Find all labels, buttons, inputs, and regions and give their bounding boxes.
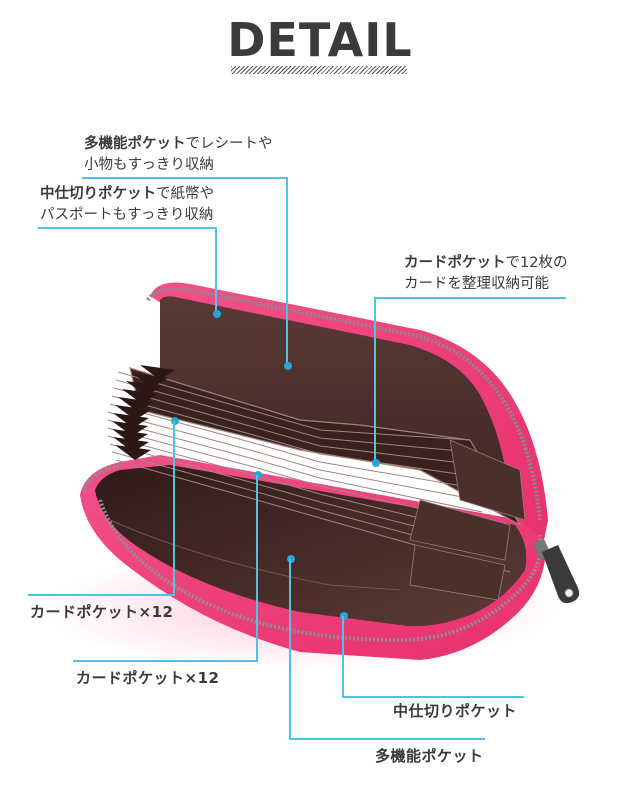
callout-divider-pocket-bottom: 中仕切りポケット — [393, 702, 518, 720]
leader-line — [38, 227, 217, 229]
leader-line — [374, 297, 376, 464]
callout-text: で紙幣や — [156, 186, 214, 202]
leader-line — [73, 660, 258, 662]
leader-line — [173, 421, 175, 596]
leader-line — [342, 696, 524, 698]
callout-bold-text: 中仕切りポケット — [40, 186, 156, 202]
leader-line — [289, 559, 291, 740]
callout-dot-icon — [287, 555, 295, 563]
leader-line — [82, 177, 288, 179]
callout-card-pocket-top: カードポケットで12枚の カードを整理収納可能 — [404, 253, 567, 295]
leader-line — [289, 738, 485, 740]
leader-line — [28, 594, 175, 596]
callout-text: パスポートもすっきり収納 — [40, 207, 214, 223]
callout-dot-icon — [284, 362, 292, 370]
leader-line — [374, 297, 566, 299]
callout-divider-pocket-top: 中仕切りポケットで紙幣や パスポートもすっきり収納 — [40, 184, 214, 226]
callout-bold-text: カードポケット — [404, 255, 506, 271]
title-hatched-underline — [231, 66, 407, 74]
callout-card-pocket-left-2: カードポケット×12 — [76, 669, 220, 687]
callout-text: カードを整理収納可能 — [404, 276, 549, 292]
callout-multi-function-pocket-bottom: 多機能ポケット — [375, 747, 484, 765]
leader-line — [256, 475, 258, 662]
callout-dot-icon — [213, 310, 221, 318]
callout-text: 小物もすっきり収納 — [84, 157, 214, 173]
leader-line — [286, 177, 288, 367]
page-title: DETAIL — [227, 13, 413, 67]
callout-card-pocket-left-1: カードポケット×12 — [30, 603, 174, 621]
callout-dot-icon — [340, 612, 348, 620]
callout-bold-text: 多機能ポケット — [84, 136, 186, 152]
callout-dot-icon — [254, 471, 262, 479]
callout-text: で12枚の — [505, 255, 568, 271]
callout-text: でレシートや — [185, 136, 273, 152]
leader-line — [342, 616, 344, 698]
leader-line — [215, 227, 217, 315]
callout-dot-icon — [372, 459, 380, 467]
callout-dot-icon — [171, 417, 179, 425]
callout-multi-function-pocket-top: 多機能ポケットでレシートや 小物もすっきり収納 — [84, 134, 273, 176]
